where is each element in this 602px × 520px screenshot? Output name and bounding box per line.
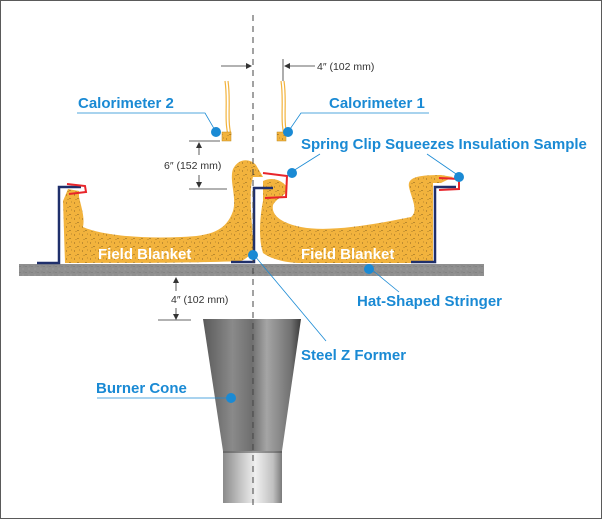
calorimeter-2 — [221, 80, 232, 142]
skin-panel — [19, 264, 484, 276]
label-spring-clip: Spring Clip Squeezes Insulation Sample — [301, 136, 587, 153]
spring-clip-right — [438, 177, 460, 191]
dimension-calorimeter-height — [189, 140, 227, 190]
dimension-label-burner-gap: 4″ (102 mm) — [171, 294, 228, 306]
spring-clip-center — [262, 172, 289, 199]
leader-spring-clip-center — [292, 153, 321, 172]
label-calorimeter-2: Calorimeter 2 — [78, 95, 174, 112]
z-former-left — [37, 185, 81, 265]
steel-z-former-center — [231, 186, 273, 264]
callout-dot-hat-stringer — [364, 264, 374, 274]
label-hat-stringer: Hat-Shaped Stringer — [357, 293, 502, 310]
label-calorimeter-1: Calorimeter 1 — [329, 95, 425, 112]
spring-clip-left — [66, 183, 88, 195]
callout-dot-steel-z-former — [248, 250, 258, 260]
label-steel-z-former: Steel Z Former — [301, 347, 406, 364]
callout-dot-calorimeter-1 — [283, 127, 293, 137]
leader-steel-z-former — [253, 254, 327, 342]
field-blanket-left — [63, 160, 263, 263]
leader-spring-clip-right — [426, 153, 460, 177]
callout-dot-spring-clip-right — [454, 172, 464, 182]
burner-cone — [203, 319, 301, 451]
dimension-label-calorimeter-height: 6″ (152 mm) — [164, 160, 221, 172]
z-former-right — [411, 185, 456, 264]
leader-hat-stringer — [370, 268, 400, 293]
dimension-burner-gap — [158, 277, 191, 321]
callout-dot-burner-cone — [226, 393, 236, 403]
dimension-label-calorimeter-offset: 4″ (102 mm) — [317, 61, 374, 73]
callout-dot-spring-clip-center — [287, 168, 297, 178]
label-field-blanket-right: Field Blanket — [301, 246, 394, 263]
label-field-blanket-left: Field Blanket — [98, 246, 191, 263]
leader-calorimeter-1 — [287, 112, 429, 133]
label-burner-cone: Burner Cone — [96, 380, 187, 397]
field-blanket-right — [260, 175, 453, 263]
leader-calorimeter-2 — [77, 112, 217, 133]
callout-dot-calorimeter-2 — [211, 127, 221, 137]
dimension-calorimeter-offset — [221, 59, 315, 81]
